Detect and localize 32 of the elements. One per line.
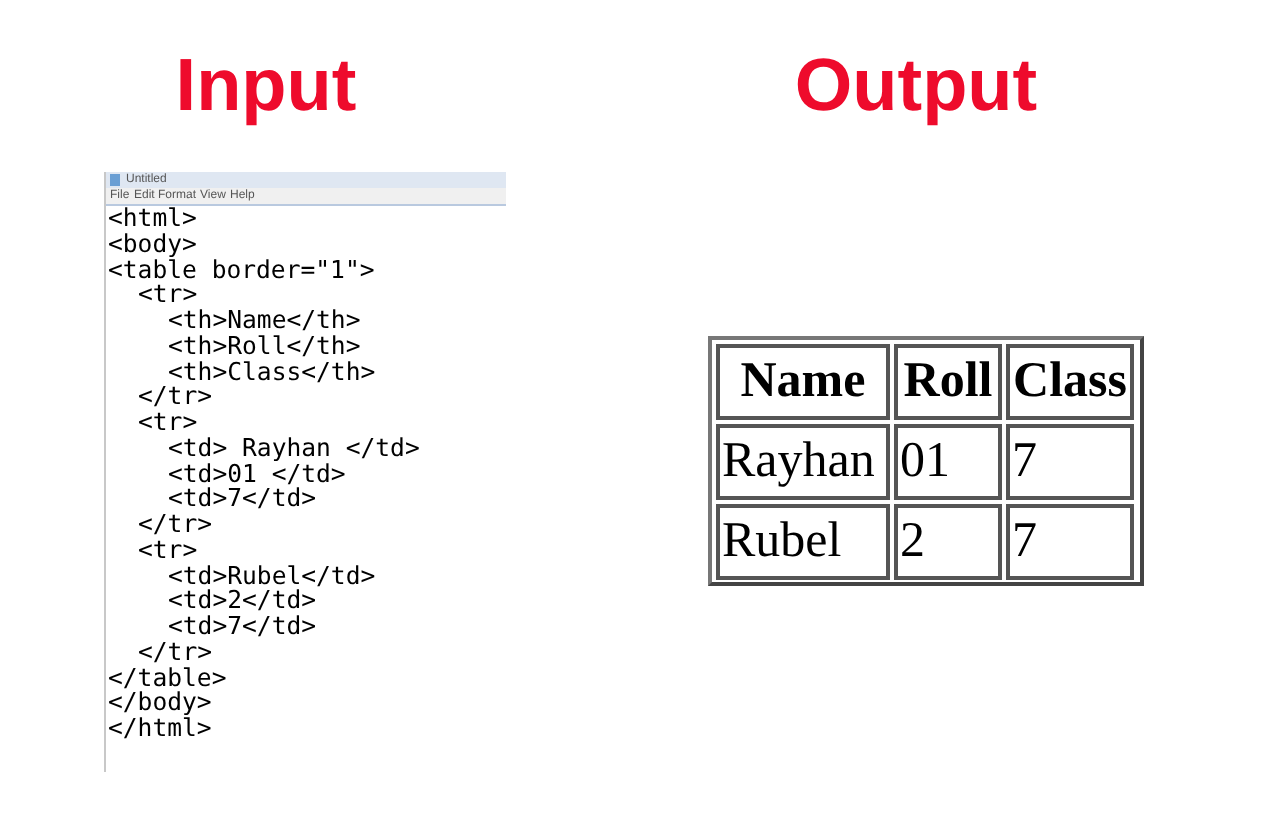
code-line: </tr> [138,384,213,410]
table-cell: 2 [894,504,1002,580]
code-line: <td>7</td> [168,486,317,512]
code-line: <td> Rayhan </td> [168,435,420,461]
table-cell: 7 [1006,424,1134,500]
code-line: <tr> [138,282,198,308]
code-line: </html> [108,716,212,742]
table-cell: 01 [894,424,1002,500]
code-line: <td>2</td> [168,588,317,614]
code-line: <th>Class</th> [168,359,376,385]
header-cell: Name [716,344,890,420]
table-cell: Rubel [716,504,890,580]
heading: Input [173,44,359,128]
code-line: <body> [108,231,197,257]
header-cell: Roll [894,344,1002,420]
code-line: </tr> [138,512,213,538]
code-line: <th>Roll</th> [168,333,361,359]
table-cell: 7 [1006,504,1134,580]
code-line: <tr> [138,537,198,563]
table-cell: Rayhan [716,424,890,500]
code-line: </tr> [138,639,213,665]
header-cell: Class [1006,344,1134,420]
code-line: <th>Name</th> [168,308,361,334]
code-line: <table border="1"> [108,257,375,283]
code-line: <tr> [138,410,198,436]
code-line: <td>01 </td> [168,461,346,487]
code-line: </body> [108,690,212,716]
heading: Output [792,44,1040,128]
code-line: <td>Rubel</td> [168,563,376,589]
code-line: <td>7</td> [168,614,317,640]
code-line: </table> [108,665,227,691]
code-line: <html> [108,206,197,232]
